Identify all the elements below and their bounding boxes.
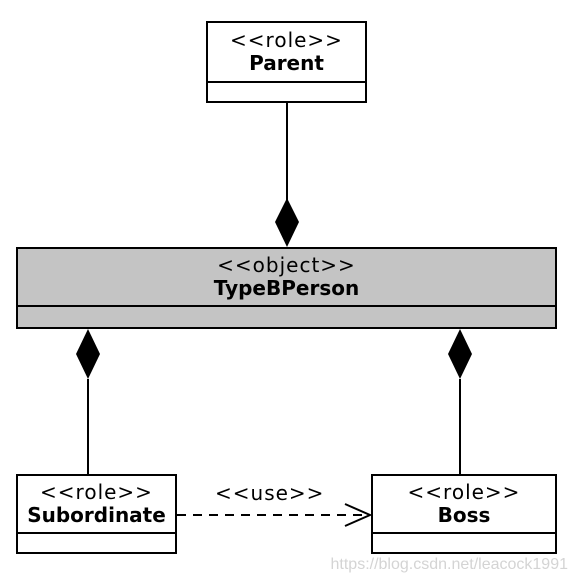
subordinate-composition-diamond [76, 329, 100, 379]
class-boss-stereotype: <<role>> [407, 480, 521, 504]
class-boss-header: <<role>> Boss [373, 476, 555, 534]
object-type-b-person-stereotype: <<object>> [217, 253, 356, 277]
object-type-b-person: <<object>> TypeBPerson [16, 247, 557, 329]
object-type-b-person-header: <<object>> TypeBPerson [18, 249, 555, 307]
class-subordinate-stereotype: <<role>> [40, 480, 153, 504]
use-dependency-label: <<use>> [215, 481, 325, 505]
object-type-b-person-name: TypeBPerson [213, 276, 360, 300]
boss-composition-diamond [448, 329, 472, 379]
class-parent-header: <<role>> Parent [208, 23, 365, 83]
use-dependency-arrowhead [344, 503, 373, 527]
watermark-text: https://blog.csdn.net/leacock1991 [330, 556, 569, 573]
parent-composition-diamond [275, 198, 299, 247]
class-parent-name: Parent [249, 51, 324, 75]
class-boss: <<role>> Boss [371, 474, 557, 554]
class-subordinate: <<role>> Subordinate [16, 474, 177, 554]
class-subordinate-name: Subordinate [27, 503, 166, 527]
class-parent: <<role>> Parent [206, 21, 367, 103]
class-boss-name: Boss [437, 503, 491, 527]
class-subordinate-header: <<role>> Subordinate [18, 476, 175, 534]
class-parent-stereotype: <<role>> [230, 28, 343, 52]
